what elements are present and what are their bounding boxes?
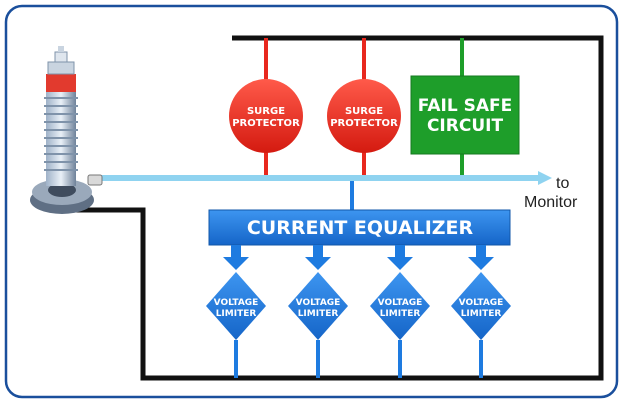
voltage-limiter-1: VOLTAGE LIMITER bbox=[206, 272, 266, 340]
signal-arrowhead bbox=[538, 171, 552, 185]
high-voltage-bushing-icon bbox=[30, 46, 103, 214]
down-arrow-4 bbox=[468, 245, 494, 270]
fail-safe-circuit: FAIL SAFE CIRCUIT bbox=[410, 75, 520, 155]
limiter-stems bbox=[234, 340, 483, 378]
equalizer-arrows bbox=[223, 245, 494, 270]
down-arrow-1 bbox=[223, 245, 249, 270]
voltage-limiter-3: VOLTAGE LIMITER bbox=[370, 272, 430, 340]
voltage-limiter-1-label-2: LIMITER bbox=[216, 309, 257, 319]
current-equalizer: CURRENT EQUALIZER bbox=[208, 209, 511, 246]
fail-safe-label-1: FAIL SAFE bbox=[418, 96, 513, 116]
voltage-limiter-2: VOLTAGE LIMITER bbox=[288, 272, 348, 340]
voltage-limiter-3-label-1: VOLTAGE bbox=[378, 298, 423, 308]
voltage-limiter-4-label-2: LIMITER bbox=[461, 309, 502, 319]
to-monitor-label-1: to bbox=[556, 175, 569, 192]
voltage-limiter-3-label-2: LIMITER bbox=[380, 309, 421, 319]
surge-protector-2-label-2: PROTECTOR bbox=[330, 118, 398, 129]
voltage-limiter-2-label-2: LIMITER bbox=[298, 309, 339, 319]
ground-wiring bbox=[60, 35, 604, 381]
to-monitor-label-2: Monitor bbox=[524, 194, 578, 211]
down-arrow-3 bbox=[387, 245, 413, 270]
down-arrow-2 bbox=[305, 245, 331, 270]
surge-protector-2-label-1: SURGE bbox=[345, 106, 383, 117]
surge-protector-1-label-2: PROTECTOR bbox=[232, 118, 300, 129]
voltage-limiter-4: VOLTAGE LIMITER bbox=[451, 272, 511, 340]
voltage-limiter-1-label-1: VOLTAGE bbox=[214, 298, 259, 308]
current-equalizer-label: CURRENT EQUALIZER bbox=[247, 217, 474, 239]
voltage-limiter-4-label-1: VOLTAGE bbox=[459, 298, 504, 308]
voltage-limiter-2-label-1: VOLTAGE bbox=[296, 298, 341, 308]
surge-protector-1-label-1: SURGE bbox=[247, 106, 285, 117]
fail-safe-label-2: CIRCUIT bbox=[427, 116, 503, 136]
surge-protector-1: SURGE PROTECTOR bbox=[229, 79, 303, 153]
surge-protector-2: SURGE PROTECTOR bbox=[327, 79, 401, 153]
